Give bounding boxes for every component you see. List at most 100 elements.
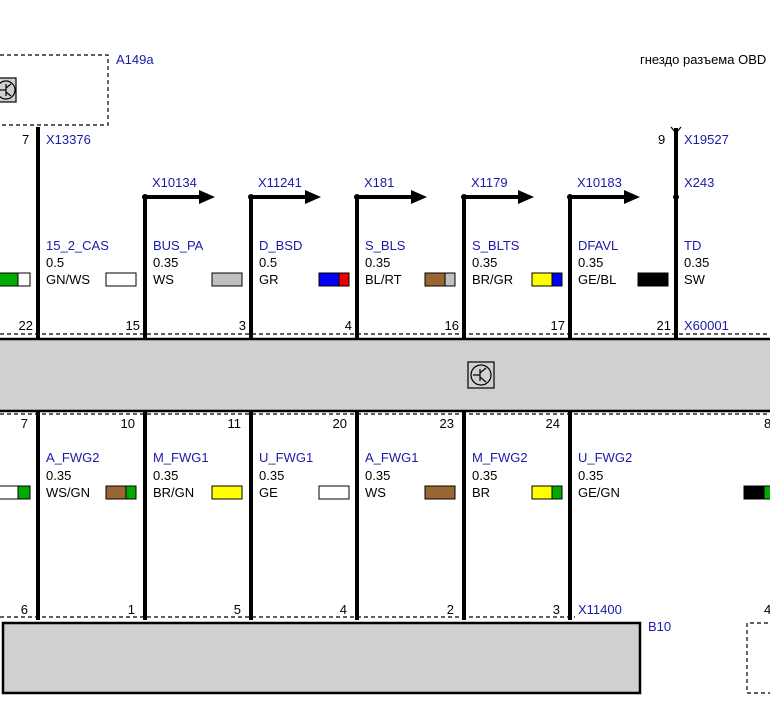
wire-size: 0.35 <box>365 255 390 270</box>
color-swatch <box>424 485 456 500</box>
color-swatch <box>105 485 137 500</box>
color-swatch <box>105 272 137 287</box>
connector-x13376[interactable]: X13376 <box>46 132 91 147</box>
transistor-icon <box>467 361 495 389</box>
pin-9-label: 9 <box>658 132 665 147</box>
wire-color: GE/BL <box>578 272 616 287</box>
wire-name[interactable]: DFAVL <box>578 238 618 253</box>
component-a149a[interactable] <box>0 54 109 126</box>
wire-color: BR <box>472 485 490 500</box>
wire-name[interactable]: M_FWG1 <box>153 450 209 465</box>
wire-name[interactable]: U_FWG1 <box>259 450 313 465</box>
bottom-pin-number: 4 <box>340 602 347 617</box>
wire-color: GE <box>259 485 278 500</box>
pin-number: 21 <box>657 318 671 333</box>
wire-color: WS <box>153 272 174 287</box>
color-swatch <box>318 272 350 287</box>
bottom-pin-number: 2 <box>447 602 454 617</box>
wire-color: GE/GN <box>578 485 620 500</box>
top-pin-number: 20 <box>333 416 347 431</box>
wire-name[interactable]: S_BLTS <box>472 238 520 253</box>
wire-size: 0.35 <box>365 468 390 483</box>
wire-color: WS <box>365 485 386 500</box>
a149a-label[interactable]: A149a <box>116 52 154 67</box>
wire-size: 0.35 <box>46 468 71 483</box>
top-pin-number: 10 <box>121 416 135 431</box>
connector-label[interactable]: X1179 <box>471 175 508 190</box>
edge-pin-right-top: 8 <box>764 416 770 431</box>
edge-swatch-right <box>743 485 770 500</box>
connector-label[interactable]: X10134 <box>152 175 197 190</box>
connector-x11400[interactable]: X11400 <box>578 602 622 617</box>
edge-swatch-bottom <box>0 485 31 500</box>
connector-label[interactable]: X10183 <box>577 175 622 190</box>
bottom-pin-number: 3 <box>553 602 560 617</box>
top-wire-15-2-cas[interactable]: 15_2_CAS 0.5GN/WS 22 <box>19 238 137 333</box>
wire-name[interactable]: A_FWG1 <box>365 450 418 465</box>
bottom-pin-number: 1 <box>128 602 135 617</box>
wire-size: 0.5 <box>259 255 277 270</box>
connector-x19527[interactable]: X19527 <box>684 132 729 147</box>
pin-number: 16 <box>445 318 459 333</box>
color-swatch <box>637 272 669 287</box>
wire-size: 0.35 <box>153 468 178 483</box>
component-right-partial[interactable] <box>746 622 770 694</box>
pin-number: 17 <box>551 318 565 333</box>
wire-color: GN/WS <box>46 272 90 287</box>
wire-size: 0.5 <box>46 255 64 270</box>
pin-number: 4 <box>345 318 352 333</box>
wire-name[interactable]: BUS_PA <box>153 238 204 253</box>
top-pin-number: 24 <box>546 416 560 431</box>
wire-color: GR <box>259 272 279 287</box>
edge-pin-right-bottom: 4 <box>764 602 770 617</box>
top-pin-number: 7 <box>21 416 28 431</box>
connector-label[interactable]: X181 <box>364 175 394 190</box>
wire-size: 0.35 <box>472 468 497 483</box>
wire-name[interactable]: A_FWG2 <box>46 450 99 465</box>
wire-size: 0.35 <box>153 255 178 270</box>
wire-size: 0.35 <box>472 255 497 270</box>
wire-size: 0.35 <box>684 255 709 270</box>
connector-x243[interactable]: X243 <box>684 175 714 190</box>
color-swatch <box>424 272 456 287</box>
pin-number: 15 <box>126 318 140 333</box>
connector-x60001[interactable]: X60001 <box>684 318 729 333</box>
wire-name[interactable]: U_FWG2 <box>578 450 632 465</box>
color-swatch <box>318 485 350 500</box>
color-swatch <box>531 485 563 500</box>
wire-name[interactable]: 15_2_CAS <box>46 238 109 253</box>
wire-name[interactable]: D_BSD <box>259 238 302 253</box>
edge-swatch-top <box>0 272 31 287</box>
wire-name[interactable]: S_BLS <box>365 238 406 253</box>
b10-label[interactable]: B10 <box>648 619 671 634</box>
wire-color: BR/GN <box>153 485 194 500</box>
wire-color: SW <box>684 272 706 287</box>
component-b10[interactable] <box>1 621 642 695</box>
wire-color: BL/RT <box>365 272 402 287</box>
color-swatch <box>531 272 563 287</box>
wire-color: BR/GR <box>472 272 513 287</box>
wire-name[interactable]: TD <box>684 238 701 253</box>
bottom-pin-number: 5 <box>234 602 241 617</box>
top-pin-number: 23 <box>440 416 454 431</box>
connector-label[interactable]: X11241 <box>258 175 302 190</box>
wire-color: WS/GN <box>46 485 90 500</box>
pin-number: 22 <box>19 318 33 333</box>
main-module[interactable] <box>0 337 770 413</box>
color-swatch <box>211 485 243 500</box>
color-swatch <box>211 272 243 287</box>
wire-name[interactable]: M_FWG2 <box>472 450 528 465</box>
